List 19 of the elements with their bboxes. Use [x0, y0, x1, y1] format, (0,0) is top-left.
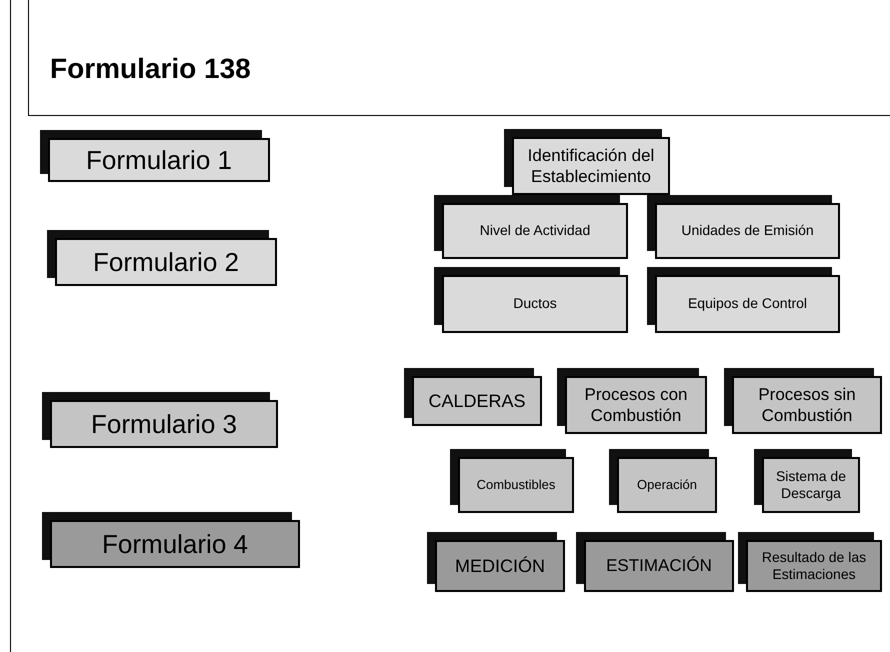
box-label: Nivel de Actividad: [480, 222, 590, 240]
box-label: MEDICIÓN: [455, 554, 545, 578]
title: Formulario 138: [50, 52, 251, 86]
box-label: Identificación del Establecimiento: [526, 144, 656, 188]
box-label: Procesos sin Combustión: [757, 384, 857, 426]
box-label: Formulario 3: [91, 408, 237, 440]
box-label: Equipos de Control: [688, 295, 808, 313]
box-label: ESTIMACIÓN: [606, 555, 712, 577]
box-label: Ductos: [513, 295, 557, 313]
box-label: Resultado de las Estimaciones: [760, 548, 868, 584]
box-label: Formulario 4: [102, 528, 248, 560]
box-label: Formulario 1: [86, 144, 232, 176]
box-label: CALDERAS: [428, 390, 526, 412]
box-label: Sistema de Descarga: [774, 468, 848, 502]
box-label: Operación: [637, 476, 697, 494]
box-label: Unidades de Emisión: [681, 222, 814, 240]
box-label: Procesos con Combustión: [584, 384, 688, 426]
box-label: Formulario 2: [93, 246, 239, 278]
box-label: Combustibles: [476, 476, 556, 494]
